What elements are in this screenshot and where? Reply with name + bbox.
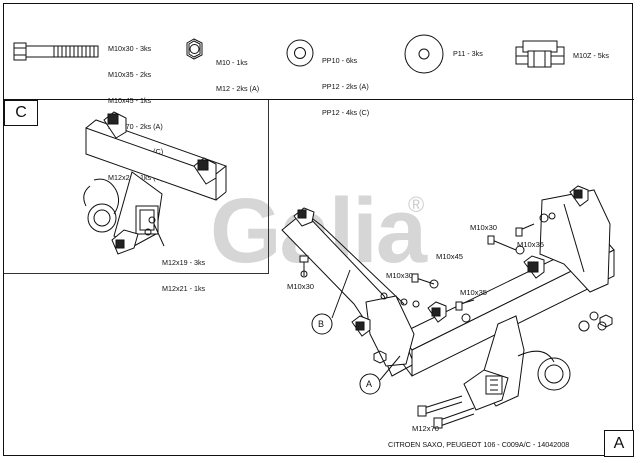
main-letter: A bbox=[613, 435, 625, 452]
label-m10x35-mid: M10x35 bbox=[460, 288, 488, 297]
bolt-m10-icons bbox=[299, 212, 613, 364]
detail-letter: C bbox=[15, 104, 27, 121]
callout-a-label: A bbox=[366, 379, 373, 389]
detail-letter-box: C bbox=[4, 100, 38, 126]
bolt-spec-1: M10x30 - 3ks bbox=[108, 44, 152, 54]
callout-a-circle bbox=[359, 373, 381, 395]
main-letter-box: A bbox=[604, 430, 634, 457]
detail-drawing bbox=[83, 111, 228, 255]
drawing-frame: M10x30 - 3ks M10x35 - 2ks M10x45 - 1ks M… bbox=[3, 3, 634, 457]
label-m10x30-top: M10x30 bbox=[470, 223, 498, 232]
callout-b-label: B bbox=[318, 319, 325, 329]
footer-caption: CITROEN SAXO, PEUGEOT 106 - C009A/C - 14… bbox=[388, 440, 570, 449]
nut-spec-list: M10 - 1ks M12 - 2ks (A) bbox=[216, 42, 259, 111]
bolt-spec-3: M10x45 - 1ks bbox=[108, 95, 152, 105]
washer-icon bbox=[286, 39, 314, 67]
main-assembly-drawing bbox=[281, 185, 615, 429]
detail-bolt-labels: M12x19 - 3ks M12x21 - 1ks bbox=[162, 242, 205, 311]
bolt-icon bbox=[13, 42, 99, 61]
label-m10x35-top: M10x35 bbox=[517, 240, 545, 249]
detail-bolt-label-1: M12x19 - 3ks bbox=[162, 258, 206, 268]
clip-spec: M10Z - 5ks bbox=[573, 51, 609, 60]
label-m10x30-mid: M10x30 bbox=[386, 271, 414, 280]
label-m12x70: M12x70 bbox=[412, 424, 440, 433]
nut-spec-2: M12 - 2ks (A) bbox=[216, 83, 260, 93]
detail-view-c: C bbox=[4, 100, 269, 293]
washer-spec-list: PP10 - 6ks PP12 - 2ks (A) PP12 - 4ks (C) bbox=[322, 40, 369, 135]
plate-washer-icon bbox=[404, 34, 444, 74]
hex-nut-icon bbox=[186, 38, 203, 60]
bolt-spec-2: M10x35 - 2ks bbox=[108, 69, 152, 79]
label-m10x45: M10x45 bbox=[436, 252, 464, 261]
washer-spec-3: PP12 - 4ks (C) bbox=[322, 107, 370, 117]
washer-spec-1: PP10 - 6ks bbox=[322, 56, 358, 66]
nut-spec-1: M10 - 1ks bbox=[216, 58, 248, 68]
washer-spec-2: PP12 - 2ks (A) bbox=[322, 81, 369, 91]
bolt-m12x70-icons bbox=[417, 395, 475, 429]
parts-icons bbox=[13, 34, 565, 74]
clip-nut-icon bbox=[515, 40, 565, 68]
registered-mark: ® bbox=[408, 192, 425, 217]
plate-washer-spec: P11 - 3ks bbox=[453, 49, 483, 58]
detail-bolt-label-2: M12x21 - 1ks bbox=[162, 283, 206, 293]
label-m10x30-left: M10x30 bbox=[287, 282, 315, 291]
callout-b-circle bbox=[311, 313, 333, 335]
